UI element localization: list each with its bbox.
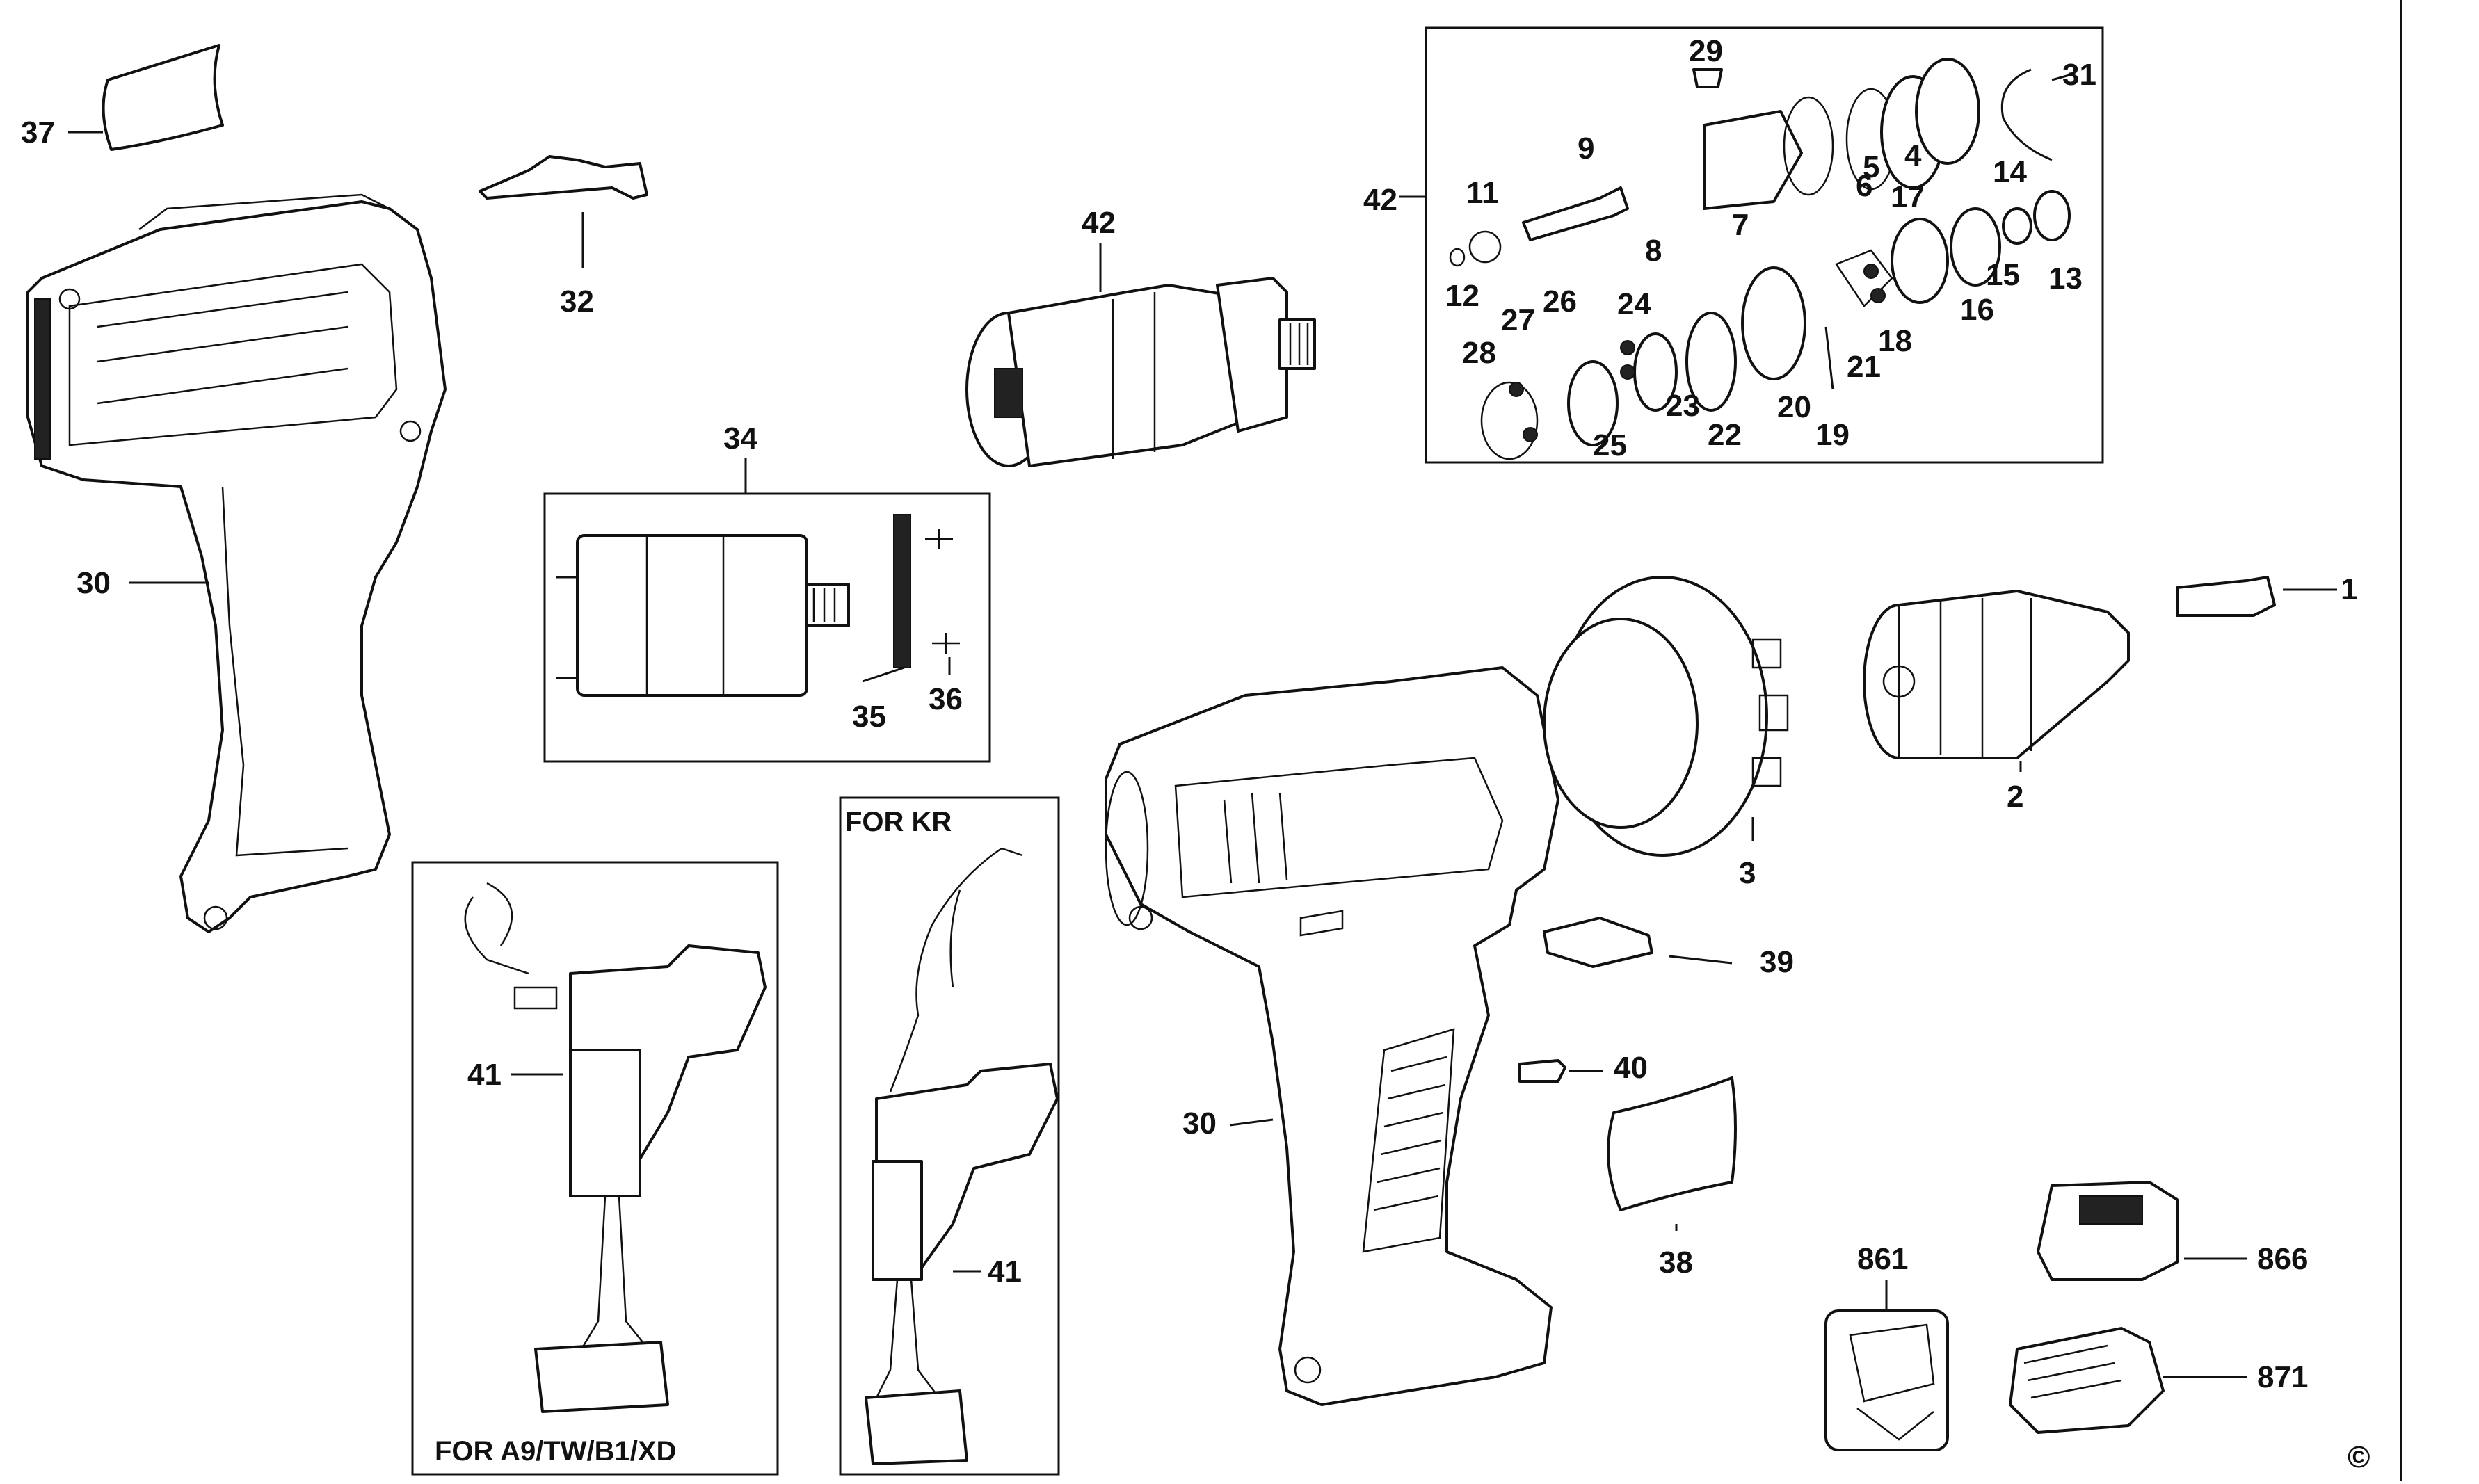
label-8: 8 (1645, 234, 1662, 268)
label-5: 5 (1863, 150, 1879, 184)
screw-1 (2176, 576, 2276, 617)
label-871: 871 (2257, 1360, 2308, 1394)
callout-labels: 37 32 42 42 34 35 36 30 30 1 2 3 39 40 3… (21, 34, 2370, 1474)
housing-grip-edge (34, 298, 51, 460)
label-42-top: 42 (1082, 206, 1116, 240)
label-18: 18 (1878, 324, 1912, 358)
label-13: 13 (2048, 261, 2083, 296)
screw-36a (925, 529, 953, 549)
gearbox-assembly-42 (965, 277, 1316, 467)
label-21: 21 (1847, 350, 1881, 384)
label-14: 14 (1993, 155, 2027, 189)
label-17: 17 (1891, 180, 1925, 214)
label-23: 23 (1666, 389, 1700, 423)
label-28: 28 (1462, 336, 1496, 370)
label-29: 29 (1689, 34, 1723, 68)
gear-ring-3 (1543, 576, 1789, 857)
switch-box-kr (839, 796, 1060, 1476)
label-sheet-38 (1607, 1076, 1737, 1211)
caption-for-kr: FOR KR (845, 807, 952, 837)
label-6: 6 (1856, 169, 1872, 203)
switch-box-a9 (411, 861, 779, 1476)
label-35: 35 (852, 700, 886, 734)
kit-box-861 (1824, 1309, 1949, 1451)
leader-lines (68, 74, 2337, 1378)
drill-main-body-30 (1105, 666, 1559, 1406)
label-11: 11 (1466, 176, 1499, 210)
label-39: 39 (1760, 945, 1794, 979)
part-39 (1543, 917, 1653, 968)
label-41-kr: 41 (988, 1255, 1022, 1289)
label-26: 26 (1543, 284, 1577, 318)
screw-40 (1518, 1059, 1566, 1083)
label-866: 866 (2257, 1242, 2308, 1276)
caption-for-a9: FOR A9/TW/B1/XD (435, 1436, 676, 1467)
charger-871 (2009, 1327, 2165, 1434)
label-2: 2 (2007, 780, 2023, 814)
screw-36b (932, 633, 960, 654)
label-12: 12 (1445, 279, 1479, 313)
label-20: 20 (1777, 390, 1811, 424)
label-16: 16 (1960, 293, 1994, 327)
label-31: 31 (2062, 58, 2096, 92)
switch-41a (464, 882, 767, 1413)
chuck-2 (1863, 590, 2130, 759)
gearbox-exploded-box-42 (1425, 26, 2104, 464)
housing-half-left (26, 193, 447, 933)
label-4: 4 (1904, 138, 1922, 172)
label-32: 32 (560, 284, 594, 318)
motor-35 (556, 514, 911, 697)
label-30-left: 30 (77, 566, 111, 600)
label-861: 861 (1857, 1242, 1908, 1276)
battery-866 (2037, 1181, 2179, 1281)
label-9: 9 (1578, 131, 1594, 166)
label-25: 25 (1593, 428, 1627, 462)
label-41-a9: 41 (467, 1058, 502, 1092)
label-7: 7 (1732, 208, 1749, 242)
label-40: 40 (1614, 1051, 1648, 1085)
label-1: 1 (2341, 572, 2357, 606)
label-sheet-37 (102, 44, 224, 151)
label-15: 15 (1986, 258, 2020, 292)
motor-box-34 (543, 492, 991, 763)
label-24: 24 (1617, 287, 1651, 321)
switch-41b (865, 847, 1059, 1465)
label-30-main: 30 (1182, 1106, 1217, 1140)
label-42-box: 42 (1363, 183, 1397, 217)
label-34: 34 (723, 421, 757, 455)
label-19: 19 (1815, 418, 1850, 452)
label-38: 38 (1659, 1245, 1693, 1280)
label-37: 37 (21, 115, 55, 150)
copyright-mark: © (2348, 1440, 2370, 1474)
part-32-cover (479, 155, 648, 200)
label-36: 36 (929, 682, 963, 716)
label-27: 27 (1501, 303, 1535, 337)
gearbox-exploded-parts (1449, 58, 2071, 460)
label-22: 22 (1708, 418, 1742, 452)
label-3: 3 (1739, 856, 1756, 890)
